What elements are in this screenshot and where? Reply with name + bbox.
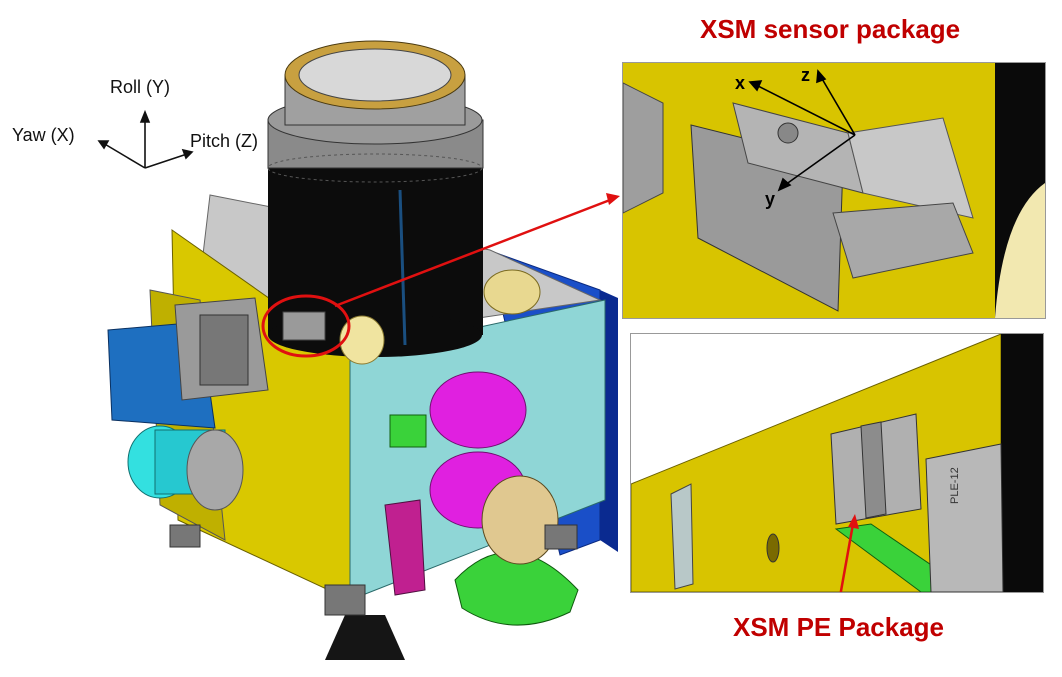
sensor-z-axis-label: z (801, 65, 810, 85)
pe-inset-drawing (631, 334, 1043, 592)
sensor-package-title: XSM sensor package (700, 14, 961, 44)
cream-disc (339, 315, 385, 365)
yaw-axis-label: Yaw (X) (12, 125, 75, 145)
green-dome (454, 551, 579, 626)
sensor-inset: x z y (622, 62, 1046, 319)
sensor-x-axis-label: x (735, 73, 746, 93)
sensor-inset-drawing (623, 63, 1045, 318)
axes-triad (97, 109, 194, 169)
pe-package-title: XSM PE Package (733, 612, 944, 642)
thruster-nozzle (325, 615, 405, 660)
telescope (267, 40, 484, 357)
sensor-y-axis-label: y (765, 189, 776, 209)
magenta-tank-upper (429, 371, 527, 449)
pe-inset: PLE-12 (630, 333, 1044, 593)
roll-axis-label: Roll (Y) (110, 77, 171, 97)
callout-arrow (334, 198, 611, 308)
pitch-axis-label: Pitch (Z) (190, 131, 259, 151)
magenta-bellows (384, 499, 426, 596)
green-unit (389, 414, 427, 448)
pe-box-label: PLE-12 (949, 467, 961, 504)
xsm-highlight-ellipse (261, 294, 351, 358)
